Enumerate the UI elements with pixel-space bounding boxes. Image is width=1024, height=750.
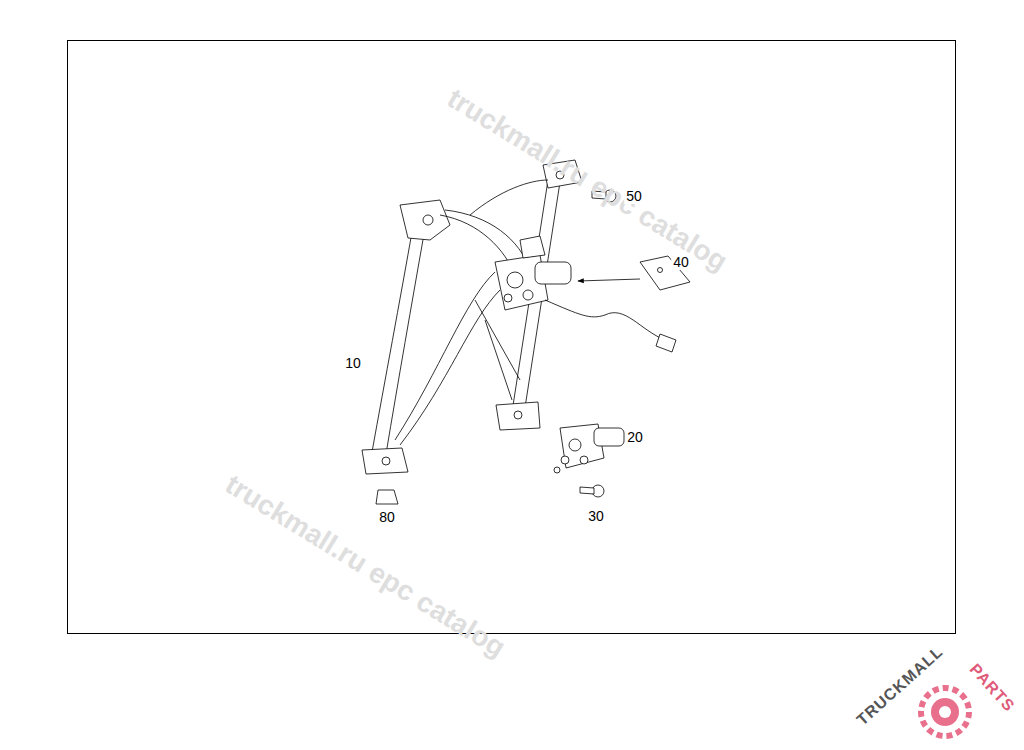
callout-number: 50 bbox=[624, 188, 644, 204]
watermark: truckmall.ru epc catalog bbox=[442, 82, 733, 278]
logo-text: PARTS bbox=[966, 660, 1018, 715]
callout-number: 40 bbox=[671, 254, 691, 270]
callout-number: 30 bbox=[586, 508, 606, 524]
frame bbox=[68, 41, 956, 634]
logo-gear bbox=[921, 688, 969, 736]
callout-number: 10 bbox=[343, 355, 363, 371]
callout-number: 20 bbox=[625, 429, 645, 445]
leader-lines bbox=[578, 279, 640, 281]
watermark: truckmall.ru epc catalog bbox=[220, 468, 511, 664]
logo-text: TRUCKMALL bbox=[853, 643, 946, 730]
callout-number: 80 bbox=[377, 509, 397, 525]
